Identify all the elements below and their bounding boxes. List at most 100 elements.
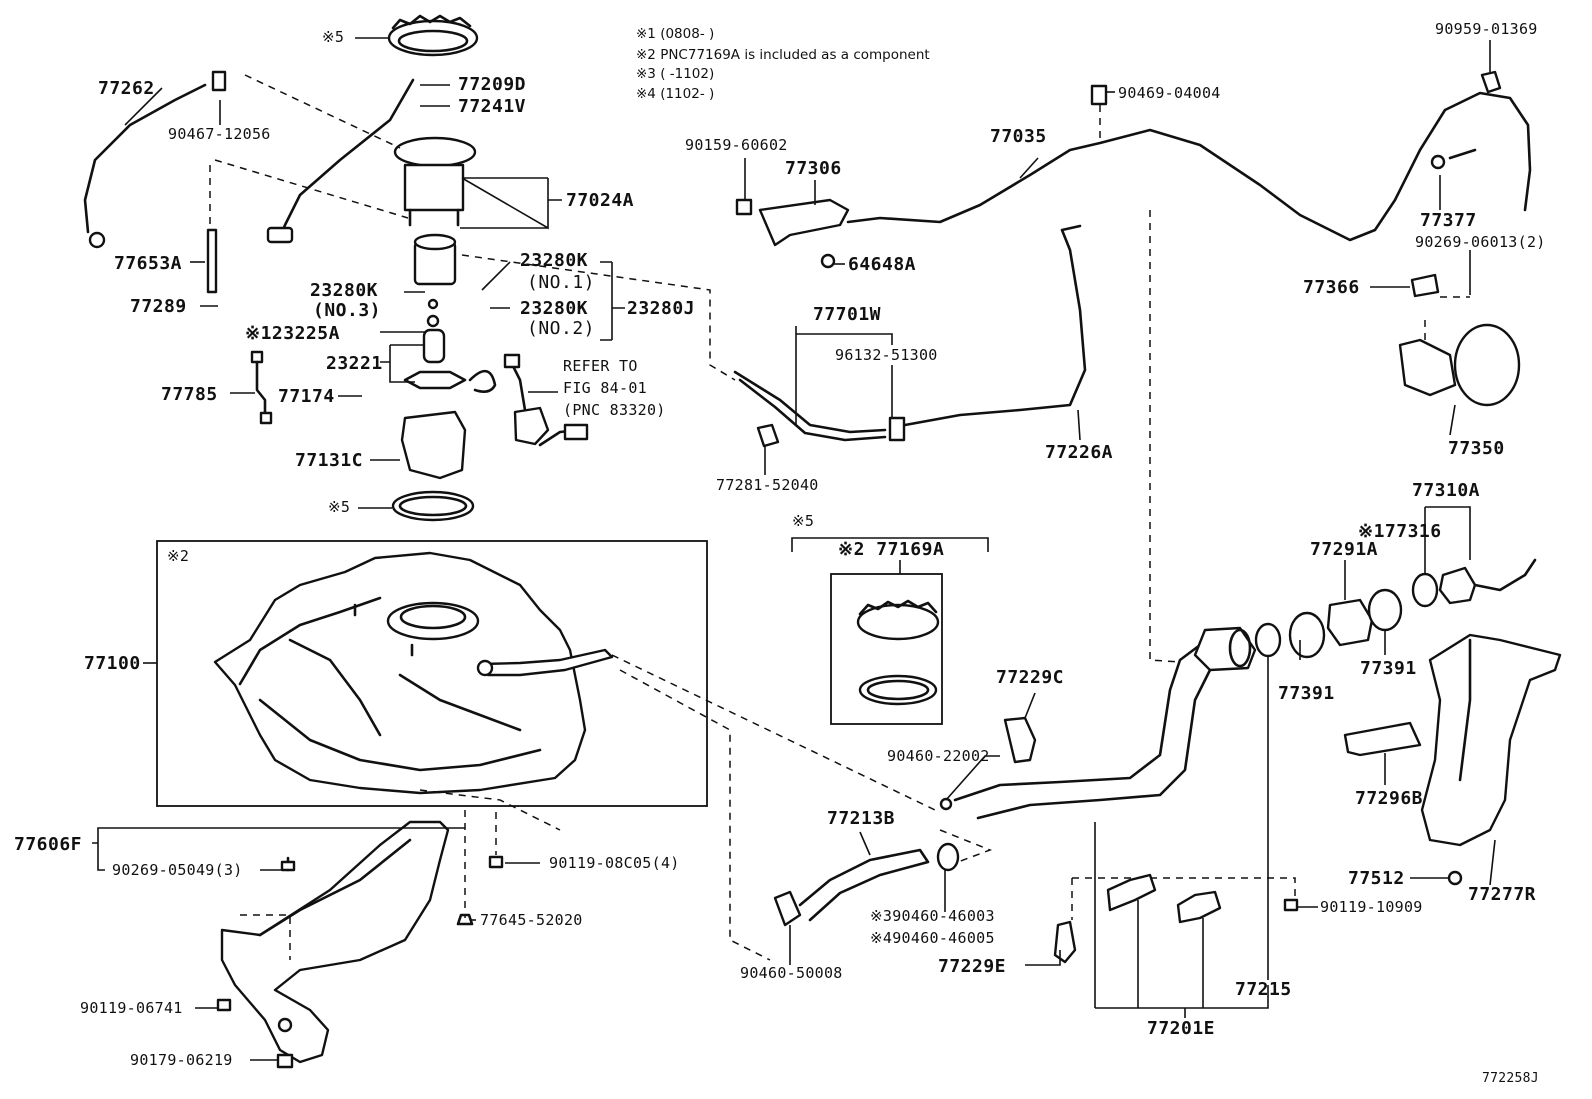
part-label-77289: 77289: [130, 296, 187, 317]
tube-77035: [846, 70, 1532, 242]
part-label-23280K-no1: 23280K: [520, 250, 589, 271]
part-label-no3: (NO.3): [313, 300, 382, 321]
tube-77653A: [206, 228, 218, 294]
refer-to-line-1: REFER TO: [563, 357, 638, 375]
figure-id: 772258J: [1482, 1071, 1539, 1086]
part-label-90269-06013: 90269-06013(2): [1415, 233, 1546, 251]
callout-mark5-kit: ※5: [792, 512, 815, 530]
hose-77209D: [266, 78, 415, 244]
fuel-filter: [413, 233, 457, 286]
part-label-77653A: 77653A: [114, 253, 183, 274]
callout-mark5-ring: ※5: [328, 498, 351, 516]
bracket-77296B: [1343, 721, 1422, 757]
part-label-77201E: 77201E: [1147, 1018, 1216, 1039]
kit-frame: [830, 573, 943, 725]
part-label-23280J: 23280J: [627, 298, 696, 319]
note-3: ※3 ( -1102): [636, 66, 715, 82]
part-label-77606F: 77606F: [14, 834, 83, 855]
callout-mark2-tank: ※2: [167, 547, 190, 565]
part-label-77209D: 77209D: [458, 74, 527, 95]
part-label-77277R: 77277R: [1468, 884, 1537, 905]
note-2: ※2 PNC77169A is included as a component: [636, 47, 930, 63]
part-label-90119-08C05: 90119-08C05(4): [549, 854, 680, 872]
part-label-no2: (NO.2): [527, 318, 596, 339]
part-label-90460-46005: ※490460-46005: [870, 929, 995, 947]
note-1: ※1 (0808- ): [636, 26, 715, 42]
fuel-door-77350: [1398, 273, 1521, 407]
clip-77512: [1447, 870, 1463, 886]
hose-77213B: [773, 797, 960, 927]
part-label-77391-left: 77391: [1278, 683, 1335, 704]
part-label-77366: 77366: [1303, 277, 1360, 298]
fuel-pump: [403, 298, 497, 393]
pump-bracket: [393, 136, 477, 227]
part-label-77316: ※177316: [1358, 521, 1442, 542]
part-label-90460-22002: 90460-22002: [887, 747, 990, 765]
part-label-77262: 77262: [98, 78, 155, 99]
kit-bracket: [791, 537, 989, 552]
part-label-77131C: 77131C: [295, 450, 364, 471]
part-label-23221: 23221: [326, 353, 383, 374]
sender-gauge: [503, 353, 589, 447]
part-label-90959-01369: 90959-01369: [1435, 20, 1538, 38]
part-label-77291A: 77291A: [1310, 539, 1379, 560]
part-label-23280K-no3: 23280K: [310, 280, 379, 301]
part-label-77296B: 77296B: [1355, 788, 1424, 809]
part-label-no1: (NO.1): [527, 272, 596, 293]
part-label-77229E: 77229E: [938, 956, 1007, 977]
part-label-90469-04004: 90469-04004: [1118, 84, 1221, 102]
part-label-77174: 77174: [278, 386, 335, 407]
part-label-23280K-no2: 23280K: [520, 298, 589, 319]
kit-lock-ring: [856, 599, 940, 641]
refer-to-line-2: FIG 84-01: [563, 379, 647, 397]
part-label-77024A: 77024A: [566, 190, 635, 211]
part-label-23225A: ※123225A: [245, 323, 340, 344]
wire-harness-77785: [250, 350, 273, 425]
part-label-77645-52020: 77645-52020: [480, 911, 583, 929]
part-label-64648A: 64648A: [848, 254, 917, 275]
part-label-90467-12056: 90467-12056: [168, 125, 271, 143]
fuel-tank-drawing: [213, 551, 614, 795]
part-label-77701W: 77701W: [813, 304, 882, 325]
pump-housing: [400, 410, 467, 480]
part-label-90119-06741: 90119-06741: [80, 999, 183, 1017]
part-label-77391-right: 77391: [1360, 658, 1417, 679]
part-label-90119-10909: 90119-10909: [1320, 898, 1423, 916]
part-label-77350: 77350: [1448, 438, 1505, 459]
part-label-77215: 77215: [1235, 979, 1292, 1000]
part-label-96132-51300: 96132-51300: [835, 346, 938, 364]
part-label-90159-60602: 90159-60602: [685, 136, 788, 154]
part-label-77169A: ※2 77169A: [838, 539, 945, 560]
part-label-77785: 77785: [161, 384, 218, 405]
part-label-77512: 77512: [1348, 868, 1405, 889]
part-label-77377: 77377: [1420, 210, 1477, 231]
leader-lines: [92, 37, 1496, 1061]
tank-assembly-frame: [156, 540, 708, 807]
ring-77215: [1254, 622, 1282, 658]
part-label-90269-05049: 90269-05049(3): [112, 861, 243, 879]
hose-77701W: [733, 370, 906, 448]
part-label-77310A: 77310A: [1412, 480, 1481, 501]
part-label-77229C: 77229C: [996, 667, 1065, 688]
part-label-90179-06219: 90179-06219: [130, 1051, 233, 1069]
filler-pipe-77201E: [953, 626, 1257, 820]
part-label-90460-46003: ※390460-46003: [870, 907, 995, 925]
tube-77226A: [903, 224, 1087, 427]
callout-mark5-top: ※5: [322, 28, 345, 46]
part-label-77213B: 77213B: [827, 808, 896, 829]
refer-to-line-3: (PNC 83320): [563, 401, 666, 419]
bracket-77306: [758, 198, 850, 247]
part-label-77281-52040: 77281-52040: [716, 476, 819, 494]
heat-insulator-77606F: [220, 820, 450, 1064]
part-label-77035: 77035: [990, 126, 1047, 147]
part-label-90460-50008: 90460-50008: [740, 964, 843, 982]
part-label-77100: 77100: [84, 653, 141, 674]
part-label-77226A: 77226A: [1045, 442, 1114, 463]
part-label-77241V: 77241V: [458, 96, 527, 117]
hose-77262: [83, 70, 227, 249]
part-label-77306: 77306: [785, 158, 842, 179]
protector-77277R: [1420, 633, 1562, 847]
bolts: [216, 198, 1299, 1069]
